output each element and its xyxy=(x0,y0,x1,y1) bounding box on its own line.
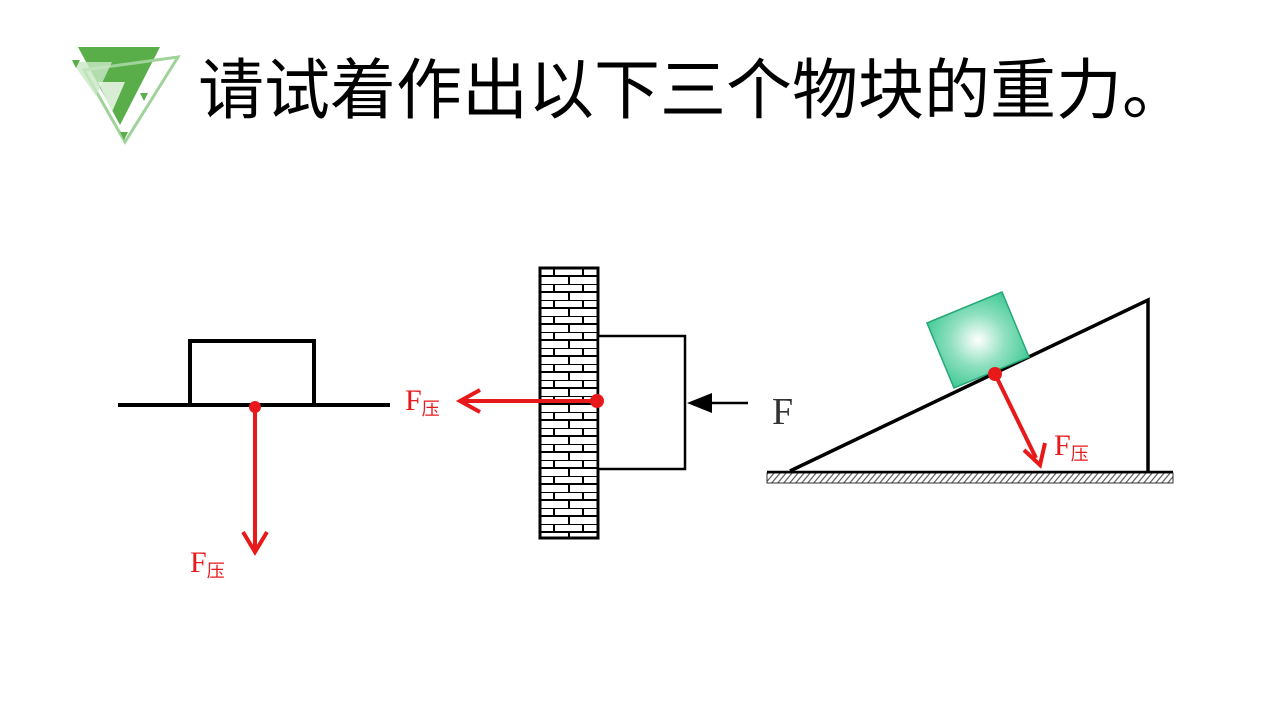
block xyxy=(188,339,316,407)
force-arrowhead xyxy=(1022,442,1047,469)
diagram-block-on-incline: F压 xyxy=(766,291,1174,484)
force-arrowhead xyxy=(455,388,481,414)
logo-triangles-icon xyxy=(72,47,181,145)
force-label-1: F压 xyxy=(190,546,225,582)
ground-hatch xyxy=(766,472,1174,484)
force-point xyxy=(988,367,1002,381)
green-block xyxy=(926,291,1030,389)
force-point xyxy=(590,394,604,408)
force-point xyxy=(249,401,261,413)
slide-title: 请试着作出以下三个物块的重力。 xyxy=(198,52,1188,129)
incline xyxy=(789,297,1150,473)
force-label-2: F压 xyxy=(405,384,440,420)
force-arrowhead xyxy=(241,530,269,556)
applied-force-arrowhead xyxy=(687,393,712,413)
diagram-block-on-wall: F F压 xyxy=(405,266,793,540)
force-label-3: F压 xyxy=(1054,429,1089,465)
applied-force-label: F xyxy=(772,391,793,433)
diagram-block-on-table: F压 xyxy=(118,339,390,582)
force-arrow-shaft xyxy=(993,373,1038,459)
block xyxy=(596,334,687,471)
